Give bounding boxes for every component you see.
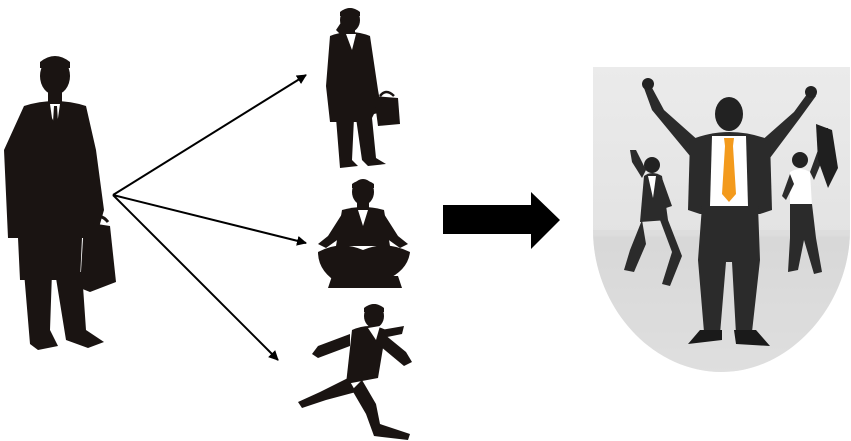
main-block-arrow bbox=[443, 192, 560, 249]
phone-businessman-silhouette bbox=[326, 8, 400, 168]
running-businessman-shirt bbox=[368, 326, 380, 340]
running-businessman-silhouette bbox=[298, 304, 412, 440]
arrow-to-running-businessman bbox=[112, 194, 279, 361]
standing-businessman-tie bbox=[53, 106, 58, 128]
branch-arrows bbox=[112, 74, 307, 361]
central-celebrating-businessman bbox=[642, 78, 817, 346]
phone-businessman-shirt bbox=[346, 34, 356, 50]
orange-tie bbox=[722, 138, 736, 202]
meditating-businessman-silhouette bbox=[318, 179, 410, 288]
celebration-badge bbox=[593, 67, 850, 372]
arrow-to-meditating-businessman bbox=[112, 194, 307, 246]
left-jumping-businessman bbox=[624, 150, 682, 286]
arrow-to-phone-businessman bbox=[112, 74, 307, 196]
right-celebrating-businessman bbox=[782, 124, 838, 274]
standing-businessman-silhouette bbox=[4, 56, 116, 350]
meditating-businessman-shirt bbox=[358, 210, 368, 226]
